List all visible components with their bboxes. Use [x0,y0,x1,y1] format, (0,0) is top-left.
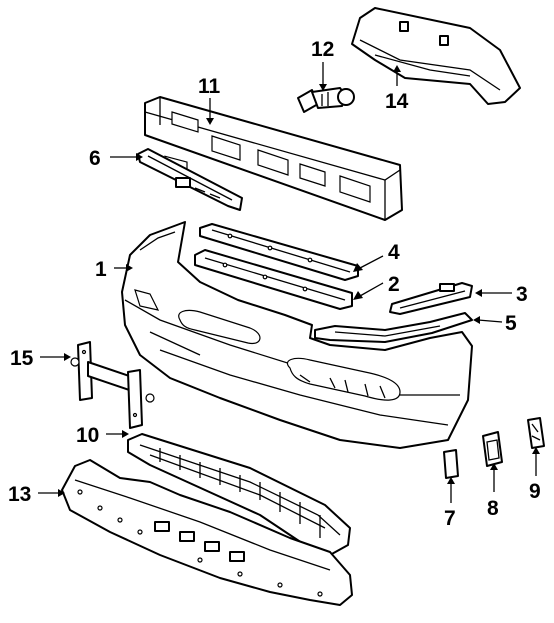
part-6-absorber [137,148,243,211]
callout-2: 2 [388,273,400,296]
callout-12: 12 [311,38,334,61]
part-13-splash-shield [61,459,353,606]
callout-10: 10 [76,424,99,447]
part-10-grille [127,433,351,556]
part-15-brackets [70,341,155,429]
part-11-reinforcement [144,96,403,221]
callout-11: 11 [198,75,221,98]
callout-6: 6 [89,147,101,170]
part-8-plug [482,431,503,467]
callout-3: 3 [516,283,528,306]
part-2-support [194,249,353,310]
part-7-insert [443,449,459,479]
callout-15: 15 [10,347,34,370]
part-1-bumper-cover [121,221,473,449]
callout-labels: 1 2 3 4 5 6 7 8 9 10 11 12 13 14 15 [8,38,541,530]
callout-13: 13 [8,483,31,506]
callout-9: 9 [529,480,541,503]
callout-arrows [38,62,540,503]
callout-5: 5 [505,312,517,335]
part-9-clip [527,417,545,449]
callout-4: 4 [388,241,400,264]
callout-1: 1 [95,258,107,281]
callout-7: 7 [444,507,456,530]
part-3-side-bracket [389,282,473,315]
part-4-bracket [199,223,359,281]
part-12-clip [297,87,355,113]
callout-8: 8 [487,497,499,520]
callout-14: 14 [385,90,409,113]
part-5-retainer [314,312,473,343]
part-14-deflector [351,7,521,105]
